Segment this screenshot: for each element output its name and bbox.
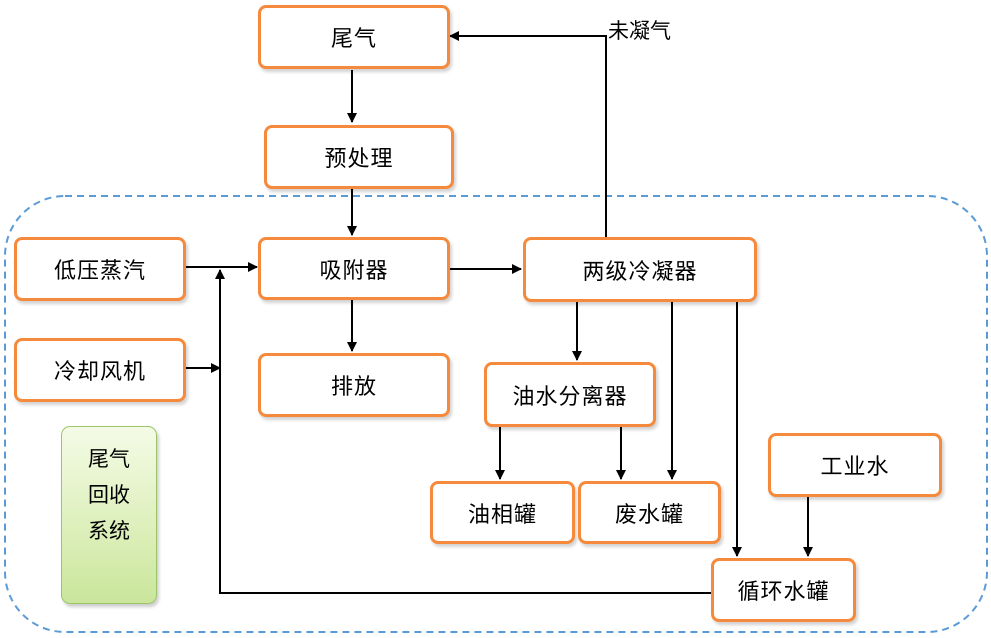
node-oil-tank-label: 油相罐 xyxy=(467,502,537,528)
node-low-pressure-steam: 低压蒸汽 xyxy=(14,237,186,301)
node-circulating-water-tank-label: 循环水罐 xyxy=(737,580,830,605)
node-waste-water-tank: 废水罐 xyxy=(578,481,721,544)
node-adsorber: 吸附器 xyxy=(258,237,450,300)
node-adsorber-label: 吸附器 xyxy=(319,258,389,284)
node-two-stage-condenser-label: 两级冷凝器 xyxy=(582,259,698,285)
node-industrial-water-label: 工业水 xyxy=(820,455,890,480)
node-cooling-fan-label: 冷却风机 xyxy=(53,360,146,385)
system-label: 尾气 回收 系统 xyxy=(61,426,157,604)
node-tail-gas-label: 尾气 xyxy=(330,27,377,52)
node-low-pressure-steam-label: 低压蒸汽 xyxy=(53,259,146,284)
system-label-line-2: 回收 xyxy=(88,483,130,507)
system-label-line-3: 系统 xyxy=(88,519,130,543)
node-oil-water-separator-label: 油水分离器 xyxy=(512,384,628,410)
system-label-line-1: 尾气 xyxy=(88,447,130,471)
node-industrial-water: 工业水 xyxy=(768,433,942,497)
return-line-circulating-to-adsorber xyxy=(215,269,711,594)
node-pretreatment: 预处理 xyxy=(264,125,454,189)
node-oil-water-separator: 油水分离器 xyxy=(484,362,656,427)
node-tail-gas: 尾气 xyxy=(258,5,450,69)
edge-label-uncondensed-gas: 未凝气 xyxy=(608,19,671,43)
node-cooling-fan: 冷却风机 xyxy=(14,338,186,402)
node-two-stage-condenser: 两级冷凝器 xyxy=(523,237,757,302)
node-pretreatment-label: 预处理 xyxy=(324,147,394,172)
node-discharge: 排放 xyxy=(258,353,450,417)
node-waste-water-tank-label: 废水罐 xyxy=(614,502,684,528)
node-circulating-water-tank: 循环水罐 xyxy=(711,558,856,622)
arrow-uncondensed-gas-to-tail-gas xyxy=(449,31,607,237)
node-oil-tank: 油相罐 xyxy=(430,481,575,544)
node-discharge-label: 排放 xyxy=(330,375,377,400)
